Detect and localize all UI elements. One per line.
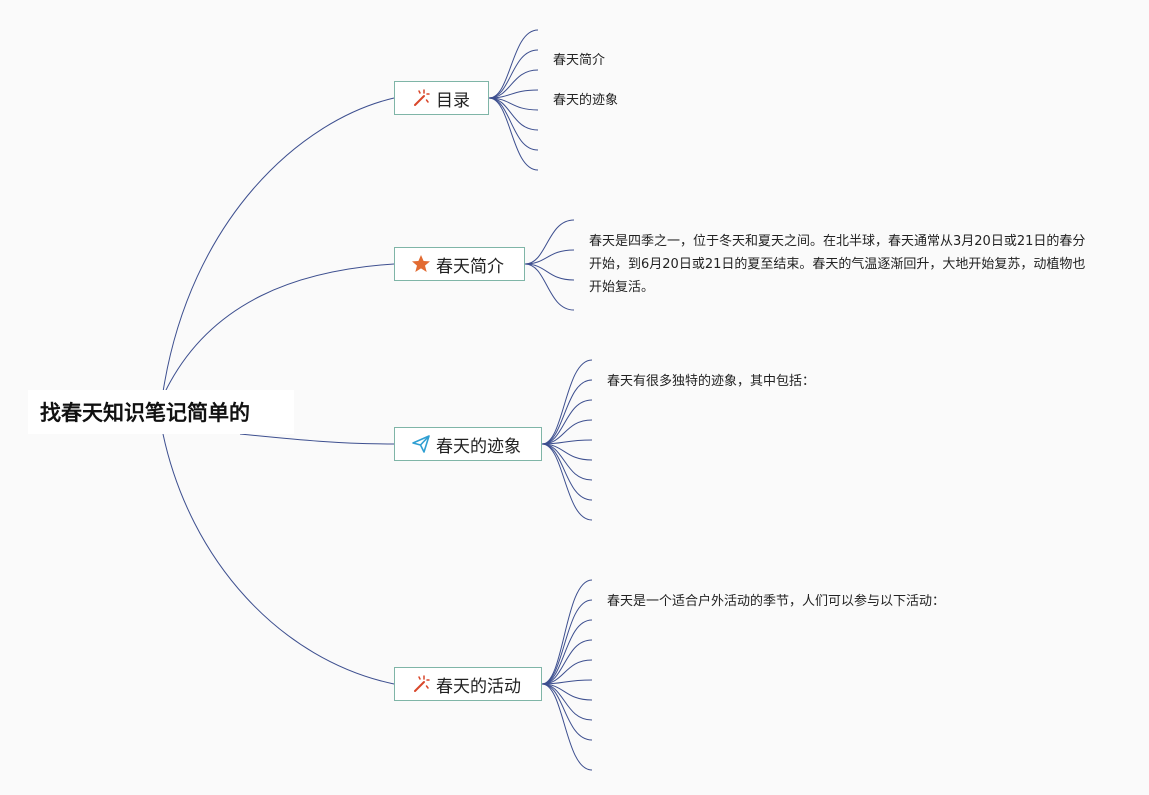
branch-label: 目录 [436,90,470,111]
leaf-spring-signs-link[interactable]: 春天的迹象 [553,93,619,108]
sparkle-wand-icon [411,674,431,694]
branch-spring-signs[interactable]: 春天的迹象 [394,427,542,461]
branch-spring-activities[interactable]: 春天的活动 [394,667,542,701]
intro-branch-line-1 [524,249,575,265]
contents-branch-line-1 [488,49,539,99]
root-to-activities-line [162,433,395,685]
root-title: 找春天知识笔记简单的 [40,401,250,425]
root-to-signs-line [239,433,395,445]
activities-branch-line-1 [541,599,593,685]
root-node[interactable]: 找春天知识笔记简单的 [28,390,294,434]
root-to-intro-line [164,263,395,393]
leaf-spring-intro-link[interactable]: 春天简介 [553,53,606,68]
branch-label: 春天简介 [436,256,504,277]
leaf-activities-text: 春天是一个适合户外活动的季节，人们可以参与以下活动： [607,594,946,609]
signs-branch-line-2 [541,399,593,445]
contents-branch-line-7 [488,97,539,171]
paper-plane-icon [411,434,431,454]
signs-branch-line-3 [541,419,593,445]
branch-label: 春天的活动 [436,676,521,697]
contents-branch-line-0 [488,29,539,99]
contents-branch-line-2 [488,69,539,99]
activities-branch-line-4 [541,659,593,685]
activities-branch-line-7 [541,683,593,721]
leaf-signs-text: 春天有很多独特的迹象，其中包括： [607,374,816,389]
activities-branch-line-3 [541,639,593,685]
root-to-contents-line [162,97,395,393]
branch-spring-intro[interactable]: 春天简介 [394,247,525,281]
activities-branch-line-2 [541,619,593,685]
leaf-intro-text: 春天是四季之一，位于冬天和夏天之间。在北半球，春天通常从3月20日或21日的春分… [589,234,1086,295]
activities-branch-line-8 [541,683,593,741]
intro-branch-line-3 [524,263,575,311]
signs-branch-line-7 [541,443,593,501]
activities-branch-line-0 [541,579,593,685]
signs-branch-line-0 [541,359,593,445]
contents-branch-line-5 [488,97,539,131]
signs-branch-line-6 [541,443,593,481]
signs-branch-line-8 [541,443,593,521]
star-icon [411,254,431,274]
intro-branch-line-0 [524,219,575,265]
activities-branch-line-9 [541,683,593,771]
branch-contents[interactable]: 目录 [394,81,489,115]
contents-branch-line-6 [488,97,539,151]
branch-label: 春天的迹象 [436,436,521,457]
intro-branch-line-2 [524,263,575,281]
signs-branch-line-1 [541,379,593,445]
sparkle-wand-icon [411,88,431,108]
